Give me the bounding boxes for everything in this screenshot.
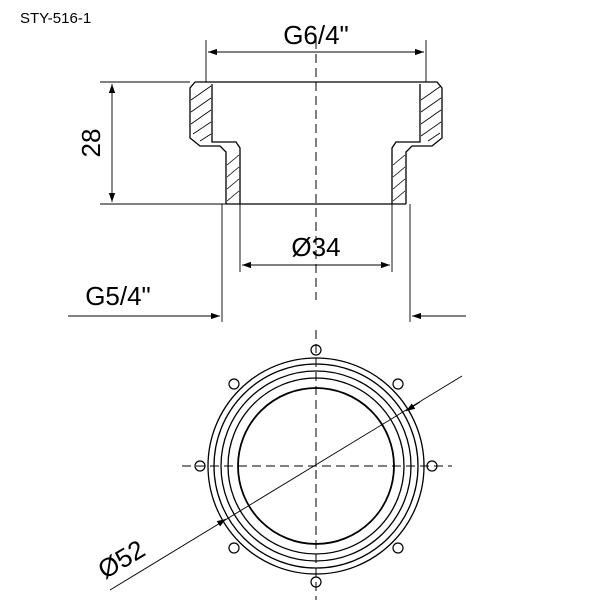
lug-225 xyxy=(228,542,240,554)
hatch-left-upper xyxy=(190,85,212,142)
dim-inner-diameter-label: Ø34 xyxy=(291,232,340,262)
dim-height-label: 28 xyxy=(76,129,106,158)
lug-135 xyxy=(392,542,404,554)
top-view xyxy=(182,330,452,600)
dim-bottom-thread-label: G5/4" xyxy=(85,281,151,311)
dimension-top-thread: G6/4" xyxy=(205,20,427,82)
dim-top-thread-label: G6/4" xyxy=(283,20,349,50)
lug-315 xyxy=(228,378,240,390)
lug-45 xyxy=(392,378,404,390)
part-code: STY-516-1 xyxy=(20,10,91,27)
dimension-height: 28 xyxy=(76,81,226,205)
upper-bore xyxy=(211,84,421,204)
dimension-bottom-thread: G5/4" xyxy=(68,204,466,322)
hatch-right-lower xyxy=(392,154,406,202)
side-view xyxy=(189,40,443,300)
upper-body-outline xyxy=(189,81,443,204)
hatch-right-upper xyxy=(420,85,442,142)
dim-outer-diameter-label: Ø52 xyxy=(93,534,151,585)
hatch-left-lower xyxy=(226,154,240,202)
lugs xyxy=(194,344,438,588)
dimension-inner-diameter: Ø34 xyxy=(239,204,393,272)
